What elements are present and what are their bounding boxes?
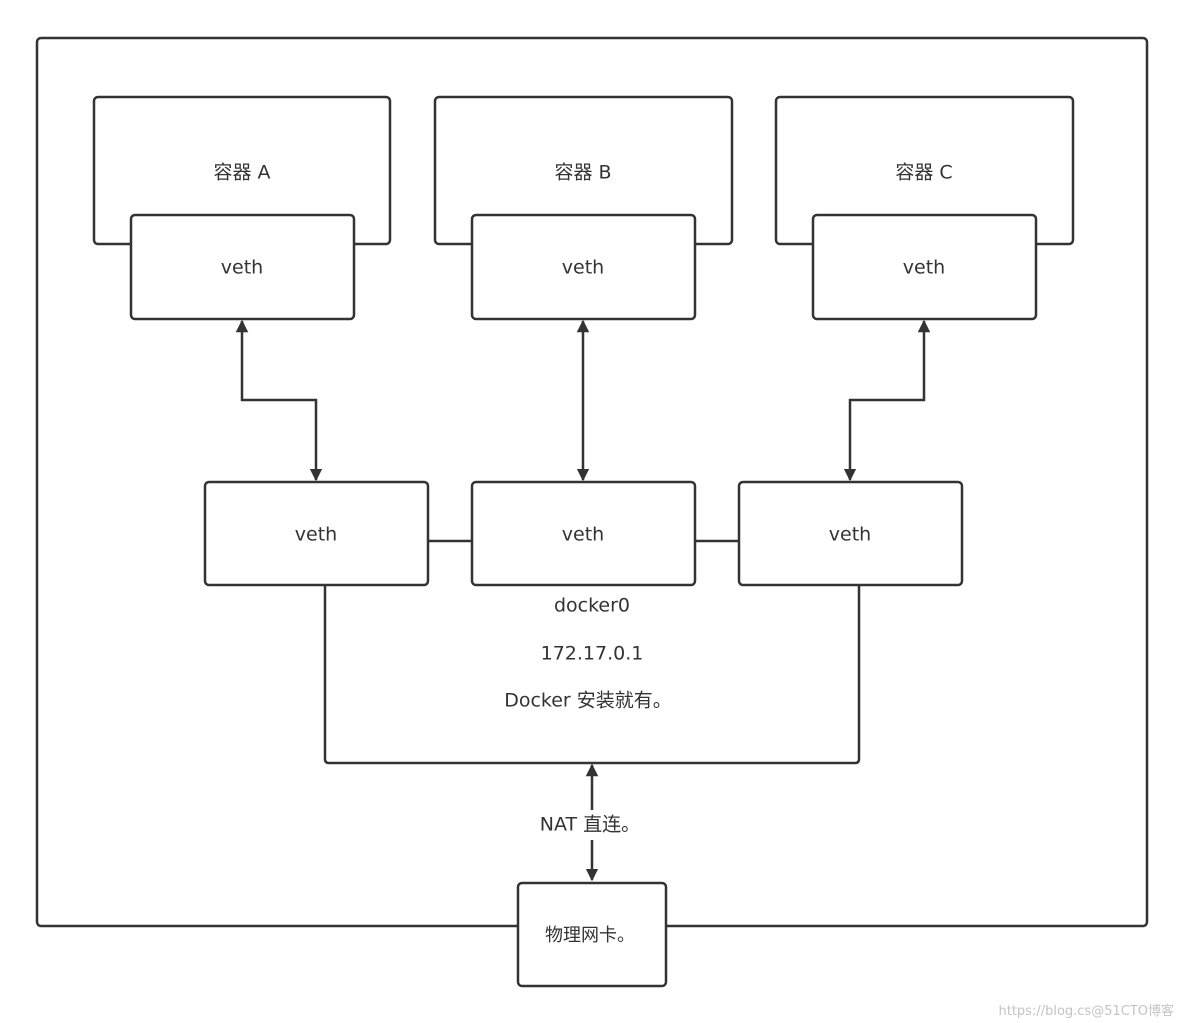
docker0-bridge-outline: [323, 585, 861, 765]
physical-nic: 物理网卡。: [516, 881, 668, 988]
container-a-veth: veth: [129, 213, 356, 321]
bridge-veth-center: veth: [470, 480, 697, 587]
nat-label: NAT 直连。: [540, 814, 640, 836]
bridge-veth-right: veth: [737, 480, 964, 587]
container-b-veth-label: veth: [562, 257, 604, 279]
docker0-note: Docker 安装就有。: [504, 690, 672, 712]
docker0-name: docker0: [554, 595, 630, 617]
container-a-label: 容器 A: [213, 162, 270, 184]
watermark: https://blog.cs@51CTO博客: [998, 1004, 1174, 1019]
bridge-veth-right-label: veth: [829, 524, 871, 546]
container-a: 容器 A: [92, 95, 392, 246]
container-c: 容器 C: [774, 95, 1075, 246]
bridge-veth-left: veth: [203, 480, 430, 587]
container-c-veth-label: veth: [903, 257, 945, 279]
container-b-veth: veth: [470, 213, 697, 321]
container-c-label: 容器 C: [895, 162, 952, 184]
container-b-label: 容器 B: [554, 162, 611, 184]
link-c-arrow: [843, 319, 931, 482]
container-b: 容器 B: [433, 95, 734, 246]
physical-nic-label: 物理网卡。: [545, 925, 635, 946]
container-c-veth: veth: [811, 213, 1038, 321]
container-a-veth-label: veth: [221, 257, 263, 279]
bridge-veth-center-label: veth: [562, 524, 604, 546]
bridge-veth-left-label: veth: [295, 524, 337, 546]
docker0-ip: 172.17.0.1: [541, 643, 644, 665]
nat-label-bg: [536, 810, 646, 840]
link-a-arrow: [235, 319, 323, 482]
